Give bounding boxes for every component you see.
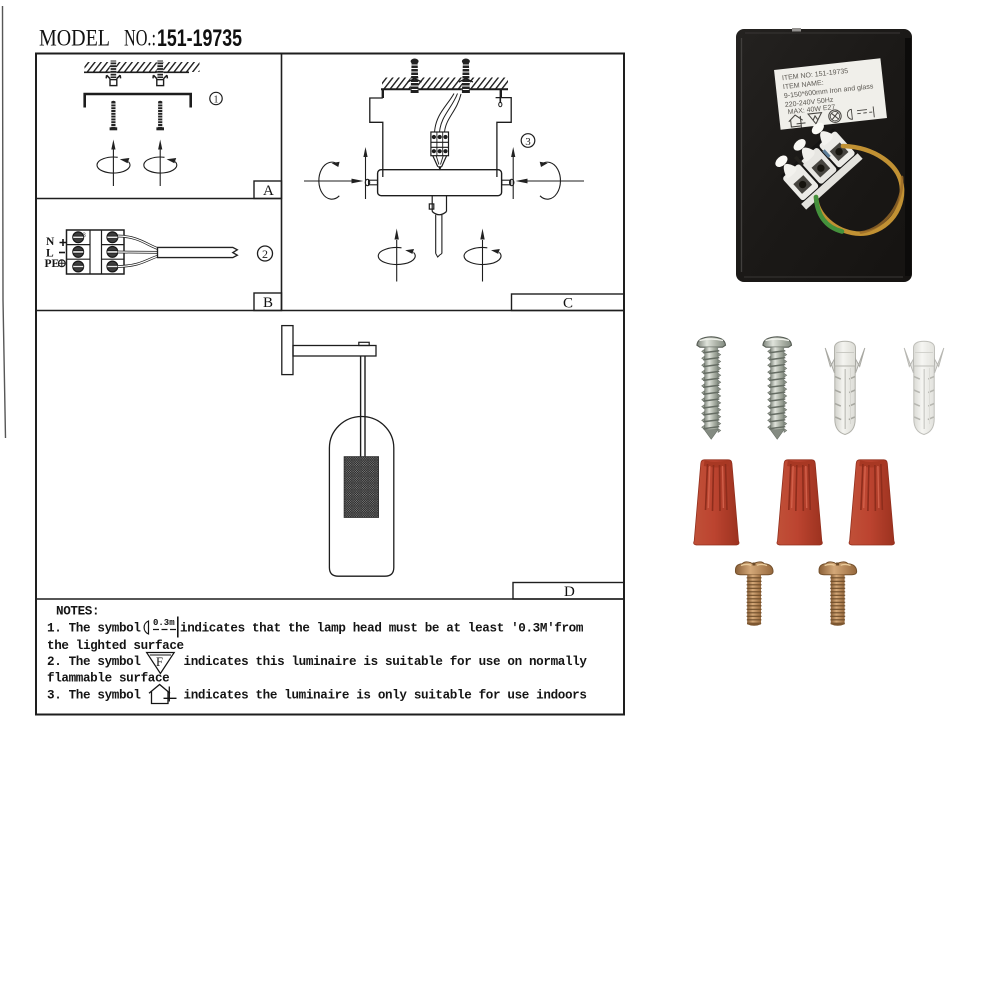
svg-text:3: 3 xyxy=(525,136,531,148)
svg-text:ITEM NAME:: ITEM NAME: xyxy=(783,80,824,91)
svg-text:PE: PE xyxy=(45,258,60,270)
svg-text:NOTES:: NOTES: xyxy=(56,605,99,619)
svg-text:3: 3 xyxy=(83,233,87,239)
svg-text:indicates that the lamp head m: indicates that the lamp head must be at … xyxy=(180,622,584,636)
svg-text:3. The symbol: 3. The symbol xyxy=(47,689,141,703)
svg-text:indicates the luminaire is onl: indicates the luminaire is only suitable… xyxy=(184,689,587,703)
svg-text:L: L xyxy=(46,248,54,260)
svg-text:1: 1 xyxy=(214,95,219,106)
svg-text:flammable surface: flammable surface xyxy=(47,672,169,686)
svg-text:the lighted surface: the lighted surface xyxy=(47,639,184,653)
svg-text:F: F xyxy=(156,655,163,669)
svg-text:D: D xyxy=(564,584,575,600)
svg-text:B: B xyxy=(263,295,273,311)
svg-text:MODEL: MODEL xyxy=(39,26,110,51)
svg-text:C: C xyxy=(563,296,573,312)
svg-text:151-19735: 151-19735 xyxy=(157,25,242,52)
svg-text:2: 2 xyxy=(262,247,268,261)
svg-text:2. The symbol: 2. The symbol xyxy=(47,655,141,669)
svg-text:NO.:: NO.: xyxy=(124,26,156,51)
svg-text:0.3m: 0.3m xyxy=(153,618,175,628)
svg-text:1. The symbol: 1. The symbol xyxy=(47,622,141,636)
svg-text:indicates this luminaire is su: indicates this luminaire is suitable for… xyxy=(184,655,588,669)
svg-text:N: N xyxy=(46,236,55,248)
svg-text:A: A xyxy=(263,183,274,199)
